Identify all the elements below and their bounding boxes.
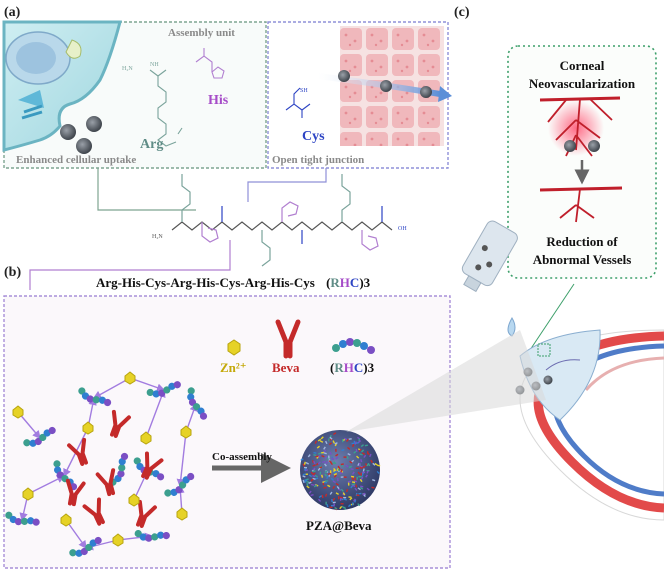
- eye-drop: [508, 318, 515, 336]
- particle-speckle: [343, 497, 346, 499]
- particle-speckle: [329, 507, 332, 509]
- particle-speckle: [325, 502, 327, 505]
- particle-speckle: [358, 476, 361, 478]
- cnv-title-line1: Corneal: [560, 58, 605, 73]
- cnv-title-line2: Neovascularization: [529, 76, 636, 91]
- particle-speckle: [356, 477, 358, 480]
- particle-speckle: [362, 472, 365, 474]
- co-assembly-label: Co-assembly: [212, 451, 272, 463]
- particle-speckle: [344, 476, 347, 478]
- nanoparticle: [76, 138, 92, 154]
- particle-speckle: [360, 473, 362, 476]
- arg-connector: [98, 168, 196, 210]
- nanoparticle: [380, 80, 392, 92]
- particle-speckle: [331, 499, 333, 502]
- nanoparticle: [420, 86, 432, 98]
- particle-speckle: [356, 468, 359, 470]
- arg-label: Arg: [140, 137, 163, 152]
- particle-speckle: [344, 456, 347, 457]
- panel-b-label: (b): [4, 265, 21, 280]
- assembly-unit-label: Assembly unit: [168, 27, 235, 39]
- particle-speckle: [342, 439, 344, 442]
- peptide-sequence: Arg-His-Cys-Arg-His-Cys-Arg-His-Cys (RHC…: [96, 275, 371, 290]
- peptide-structure: [172, 174, 392, 266]
- particle-speckle: [352, 502, 354, 505]
- particle-speckle: [304, 467, 307, 468]
- cys-sh-label: SH: [300, 88, 308, 94]
- arg-amine-label: H₂N: [122, 66, 133, 72]
- enhanced-uptake-label: Enhanced cellular uptake: [16, 154, 136, 166]
- rhc-label: (RHC)3: [330, 360, 375, 375]
- cys-connector: [248, 168, 326, 202]
- cys-label: Cys: [302, 129, 325, 144]
- open-tight-junction-label: Open tight junction: [272, 154, 364, 166]
- eye-cross-section: [516, 330, 664, 520]
- nanoparticle: [338, 70, 350, 82]
- peptide-h2n-label: H₂N: [152, 234, 163, 240]
- particle-speckle: [338, 496, 339, 499]
- nanoparticle: [60, 124, 76, 140]
- particle-speckle: [328, 438, 330, 441]
- his-label: His: [208, 93, 229, 108]
- peptide-oh-label: OH: [398, 226, 407, 232]
- zn-label: Zn²⁺: [220, 360, 247, 375]
- particle-speckle: [324, 482, 327, 483]
- pza-beva-nanoparticle: [300, 430, 380, 510]
- pza-beva-label: PZA@Beva: [306, 518, 372, 533]
- beva-label: Beva: [272, 360, 300, 375]
- panel-c-label: (c): [454, 5, 470, 20]
- particle-speckle: [320, 472, 321, 475]
- panel-a-label: (a): [4, 5, 21, 20]
- reduction-title-line1: Reduction of: [546, 234, 618, 249]
- particle-speckle: [335, 449, 336, 452]
- particle-speckle: [348, 483, 350, 486]
- arg-nh-label: NH: [150, 62, 159, 68]
- particle-speckle: [337, 478, 339, 481]
- particle-speckle: [341, 503, 344, 505]
- particle-speckle: [355, 478, 356, 481]
- zn-legend-icon: [228, 340, 240, 355]
- reduction-title-line2: Abnormal Vessels: [533, 252, 632, 267]
- nanoparticle: [86, 116, 102, 132]
- particle-speckle: [325, 480, 328, 482]
